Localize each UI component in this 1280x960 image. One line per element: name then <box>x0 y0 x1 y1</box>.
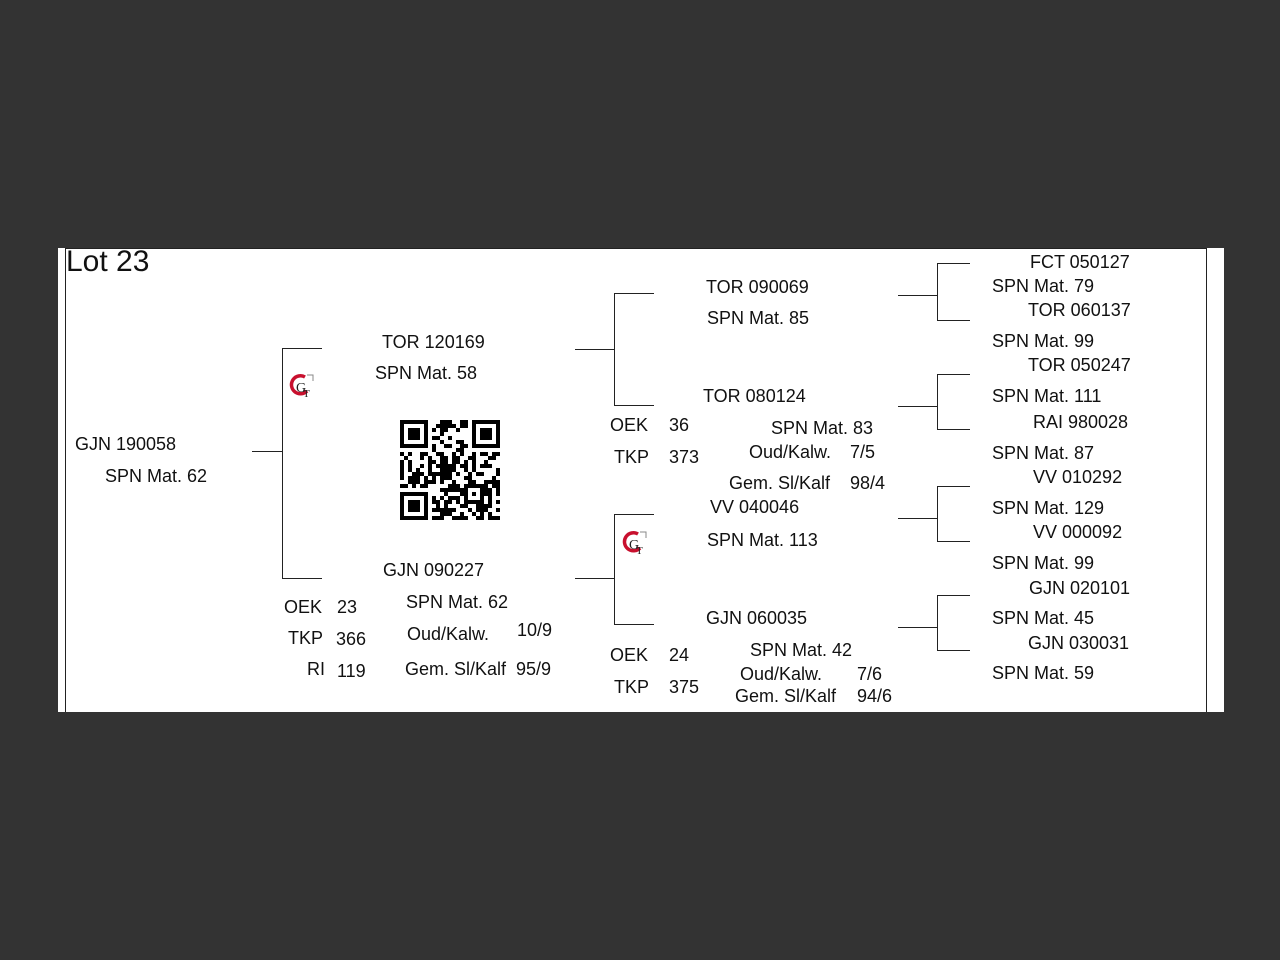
dam-dam-spn: SPN Mat. 42 <box>750 640 853 660</box>
dam-dam-tkp-value: 375 <box>669 677 700 697</box>
connector <box>614 624 654 625</box>
connector <box>252 451 283 452</box>
connector <box>614 514 654 515</box>
great-grandparent-id: TOR 060137 <box>1028 300 1131 320</box>
dam-dam-gem-label: Gem. Sl/Kalf <box>735 686 837 706</box>
dam-gem-label: Gem. Sl/Kalf <box>405 659 507 679</box>
connector <box>937 595 938 650</box>
great-grandparent-spn: SPN Mat. 111 <box>992 386 1102 406</box>
connector <box>898 518 938 519</box>
dam-ri-label: RI <box>307 659 325 679</box>
dam-spn: SPN Mat. 62 <box>406 592 509 612</box>
great-grandparent-spn: SPN Mat. 59 <box>992 663 1095 683</box>
animal-spn: SPN Mat. 62 <box>105 466 208 486</box>
dam-gem-value: 95/9 <box>516 659 552 679</box>
dam-dam-oud-label: Oud/Kalw. <box>740 664 823 684</box>
great-grandparent-id: VV 000092 <box>1033 522 1123 542</box>
connector <box>282 348 283 578</box>
sire-dam-oek-label: OEK <box>610 415 649 435</box>
great-grandparent-id: RAI 980028 <box>1033 412 1129 432</box>
sire-dam-gem-value: 98/4 <box>850 473 886 493</box>
connector <box>937 374 938 429</box>
sire-dam-gem-label: Gem. Sl/Kalf <box>729 473 831 493</box>
connector <box>937 650 970 651</box>
dam-dam-tkp-label: TKP <box>614 677 650 697</box>
dam-dam-id: GJN 060035 <box>706 608 808 628</box>
pedigree-sheet: Lot 23 GJN 190058 SPN Mat. 62 G T G T TO… <box>58 248 1224 712</box>
great-grandparent-id: GJN 030031 <box>1028 633 1130 653</box>
svg-text:G: G <box>629 538 639 553</box>
connector <box>937 320 970 321</box>
sire-sire-id: TOR 090069 <box>706 277 809 297</box>
dam-tkp-value: 366 <box>336 629 367 649</box>
connector <box>575 578 615 579</box>
connector <box>898 627 938 628</box>
great-grandparent-id: GJN 020101 <box>1029 578 1131 598</box>
dam-tkp-label: TKP <box>288 628 324 648</box>
connector <box>614 293 615 405</box>
gt-logo-icon: G T <box>620 528 650 558</box>
great-grandparent-id: FCT 050127 <box>1030 252 1130 272</box>
connector <box>937 374 970 375</box>
great-grandparent-id: TOR 050247 <box>1028 355 1131 375</box>
connector <box>614 293 654 294</box>
sire-dam-oud-label: Oud/Kalw. <box>749 442 832 462</box>
connector <box>614 514 615 624</box>
right-border <box>1206 248 1207 712</box>
dam-oek-label: OEK <box>284 597 323 617</box>
great-grandparent-spn: SPN Mat. 129 <box>992 498 1105 518</box>
connector <box>282 578 322 579</box>
connector <box>937 486 938 541</box>
great-grandparent-spn: SPN Mat. 45 <box>992 608 1095 628</box>
top-border <box>65 248 1207 249</box>
great-grandparent-spn: SPN Mat. 87 <box>992 443 1095 463</box>
lot-title: Lot 23 <box>66 248 150 278</box>
sire-dam-oud-value: 7/5 <box>850 442 876 462</box>
sire-dam-spn: SPN Mat. 83 <box>771 418 874 438</box>
sire-dam-tkp-value: 373 <box>669 447 700 467</box>
great-grandparent-spn: SPN Mat. 99 <box>992 331 1095 351</box>
sire-sire-spn: SPN Mat. 85 <box>707 308 810 328</box>
connector <box>937 263 970 264</box>
great-grandparent-spn: SPN Mat. 99 <box>992 553 1095 573</box>
connector <box>282 348 322 349</box>
dam-oud-label: Oud/Kalw. <box>407 624 490 644</box>
connector <box>937 541 970 542</box>
dam-oud-value: 10/9 <box>517 620 553 640</box>
connector <box>937 486 970 487</box>
dam-dam-oek-label: OEK <box>610 645 649 665</box>
connector <box>937 263 938 320</box>
left-border <box>65 248 66 712</box>
dam-dam-oud-value: 7/6 <box>857 664 883 684</box>
dam-sire-spn: SPN Mat. 113 <box>707 530 818 550</box>
svg-text:T: T <box>303 388 310 400</box>
great-grandparent-spn: SPN Mat. 79 <box>992 276 1095 296</box>
sire-dam-id: TOR 080124 <box>703 386 806 406</box>
connector <box>937 595 970 596</box>
dam-ri-value: 119 <box>337 661 366 681</box>
sire-dam-tkp-label: TKP <box>614 447 650 467</box>
connector <box>614 405 654 406</box>
qr-code-icon <box>400 420 500 520</box>
dam-oek-value: 23 <box>337 597 358 617</box>
gt-logo-icon: G T <box>287 371 317 401</box>
dam-sire-id: VV 040046 <box>710 497 800 517</box>
svg-text:T: T <box>636 545 643 557</box>
dam-id: GJN 090227 <box>383 560 485 580</box>
connector <box>898 295 938 296</box>
dam-dam-oek-value: 24 <box>669 645 690 665</box>
connector <box>937 429 970 430</box>
great-grandparent-id: VV 010292 <box>1033 467 1123 487</box>
connector <box>898 406 938 407</box>
dam-dam-gem-value: 94/6 <box>857 686 893 706</box>
sire-spn: SPN Mat. 58 <box>375 363 478 383</box>
sire-id: TOR 120169 <box>382 332 485 352</box>
sire-dam-oek-value: 36 <box>669 415 690 435</box>
svg-text:G: G <box>296 381 306 396</box>
connector <box>575 349 615 350</box>
animal-id: GJN 190058 <box>75 434 177 454</box>
